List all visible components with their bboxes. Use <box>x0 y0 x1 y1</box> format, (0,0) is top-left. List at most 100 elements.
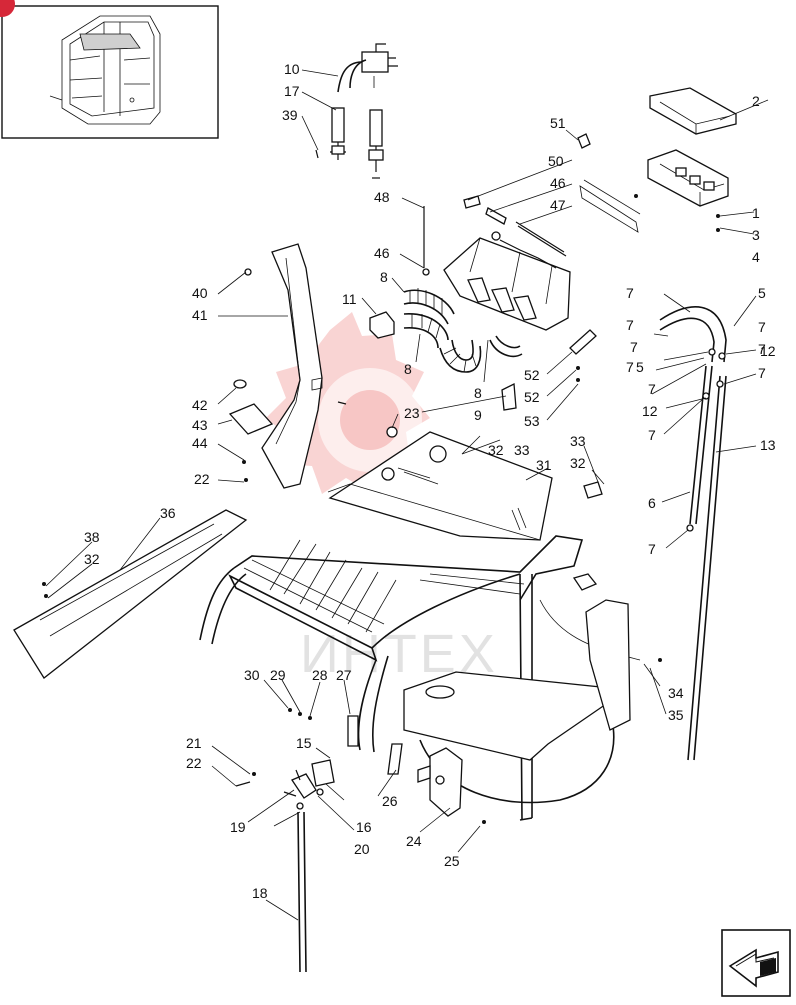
callout-label[interactable]: 46 <box>550 175 566 191</box>
part-6-hose[interactable] <box>689 365 713 525</box>
callout-label[interactable]: 44 <box>192 435 208 451</box>
callout-label[interactable]: 7 <box>626 285 634 301</box>
callout-label[interactable]: 46 <box>374 245 390 261</box>
callout-label[interactable]: 12 <box>642 403 658 419</box>
part-13-hose[interactable] <box>687 375 727 761</box>
callout-label[interactable]: 16 <box>356 819 372 835</box>
part-7-clamp-lower[interactable] <box>296 802 304 810</box>
callout-label[interactable]: 15 <box>296 735 312 751</box>
callout-label[interactable]: 36 <box>160 505 176 521</box>
callout-label[interactable]: 7 <box>626 359 634 375</box>
callout-label[interactable]: 18 <box>252 885 268 901</box>
callout-label[interactable]: 40 <box>192 285 208 301</box>
part-48-clip[interactable] <box>463 195 481 209</box>
callout-label[interactable]: 28 <box>312 667 328 683</box>
part-8-hose-right[interactable] <box>489 335 523 358</box>
callout-label[interactable]: 9 <box>474 407 482 423</box>
part-5-heater-hose[interactable] <box>659 306 727 363</box>
callout-label[interactable]: 43 <box>192 417 208 433</box>
callout-label[interactable]: 33 <box>514 442 530 458</box>
callout-label[interactable]: 7 <box>626 317 634 333</box>
part-1-control-housing[interactable] <box>647 149 729 207</box>
callout-label[interactable]: 8 <box>380 269 388 285</box>
callout-label[interactable]: 29 <box>270 667 286 683</box>
callout-label[interactable]: 5 <box>758 285 766 301</box>
part-41-pillar-trim[interactable] <box>261 243 323 489</box>
callout-label[interactable]: 50 <box>548 153 564 169</box>
part-25-screw[interactable] <box>482 820 486 824</box>
callout-label[interactable]: 3 <box>752 227 760 243</box>
callout-label[interactable]: 7 <box>758 319 766 335</box>
callout-label[interactable]: 30 <box>244 667 260 683</box>
part-39-screw[interactable] <box>315 149 319 159</box>
callout-label[interactable]: 7 <box>648 427 656 443</box>
callout-label[interactable]: 32 <box>570 455 586 471</box>
evaporator-duct-box[interactable] <box>443 231 571 331</box>
part-7-clamps[interactable] <box>686 348 726 532</box>
callout-label[interactable]: 19 <box>230 819 246 835</box>
callout-label[interactable]: 25 <box>444 853 460 869</box>
callout-label[interactable]: 32 <box>488 442 504 458</box>
callout-label[interactable]: 53 <box>524 413 540 429</box>
part-8-hose-upper[interactable] <box>403 288 455 325</box>
callout-label[interactable]: 13 <box>760 437 776 453</box>
callout-label[interactable]: 11 <box>342 291 357 307</box>
callout-label[interactable]: 52 <box>524 389 540 405</box>
part-50-bracket[interactable] <box>577 133 641 233</box>
part-30-screw[interactable] <box>288 708 292 712</box>
part-24-mirror[interactable] <box>417 747 463 817</box>
part-26-bracket[interactable] <box>387 743 403 775</box>
callout-label[interactable]: 51 <box>550 115 566 131</box>
callout-label[interactable]: 42 <box>192 397 208 413</box>
part-43-plate[interactable] <box>228 403 274 435</box>
part-46-sleeve[interactable] <box>485 207 507 225</box>
callout-label[interactable]: 1 <box>752 205 760 221</box>
callout-label[interactable]: 10 <box>284 61 300 77</box>
callout-label[interactable]: 7 <box>758 341 766 357</box>
part-22-screw[interactable] <box>235 781 251 787</box>
part-22-nut-left[interactable] <box>244 478 248 482</box>
part-29-washer[interactable] <box>298 712 302 716</box>
callout-label[interactable]: 47 <box>550 197 566 213</box>
part-16-valve[interactable] <box>283 759 335 799</box>
part-34-bolt[interactable] <box>658 658 662 662</box>
callout-label[interactable]: 23 <box>404 405 420 421</box>
callout-label[interactable]: 5 <box>636 359 644 375</box>
callout-label[interactable]: 52 <box>524 367 540 383</box>
callout-label[interactable]: 17 <box>284 83 300 99</box>
part-8-hose-lower[interactable] <box>439 339 482 373</box>
callout-label[interactable]: 24 <box>406 833 422 849</box>
callout-label[interactable]: 7 <box>648 541 656 557</box>
part-18-tube[interactable] <box>297 811 307 973</box>
part-27-bracket[interactable] <box>347 715 359 747</box>
cab-frame[interactable] <box>199 483 641 821</box>
callout-label[interactable]: 2 <box>752 93 760 109</box>
part-33-clamp[interactable] <box>583 481 603 499</box>
part-9-vent[interactable] <box>501 382 517 411</box>
part-44-plug[interactable] <box>422 268 430 276</box>
part-21-washer[interactable] <box>252 772 256 776</box>
callout-label[interactable]: 39 <box>282 107 298 123</box>
callout-label[interactable]: 22 <box>194 471 210 487</box>
callout-label[interactable]: 12 <box>760 343 776 359</box>
part-8-hose-middle[interactable] <box>403 313 449 349</box>
callout-label[interactable]: 38 <box>84 529 100 545</box>
callout-label[interactable]: 48 <box>374 189 390 205</box>
part-52-screw[interactable] <box>576 366 580 370</box>
part-40-screw[interactable] <box>244 268 252 276</box>
callout-label[interactable]: 33 <box>570 433 586 449</box>
callout-label[interactable]: 20 <box>354 841 370 857</box>
callout-label[interactable]: 7 <box>648 381 656 397</box>
callout-label[interactable]: 8 <box>474 385 482 401</box>
callout-label[interactable]: 7 <box>758 365 766 381</box>
part-53-washer[interactable] <box>576 378 580 382</box>
callout-label[interactable]: 35 <box>668 707 684 723</box>
callout-label[interactable]: 21 <box>186 735 202 751</box>
part-46-rod[interactable] <box>515 221 567 257</box>
callout-label[interactable]: 7 <box>630 339 638 355</box>
part-28-nut[interactable] <box>308 716 312 720</box>
part-2-filter-tray[interactable] <box>649 87 737 135</box>
part-10-harness[interactable] <box>337 43 398 93</box>
callout-label[interactable]: 8 <box>404 361 412 377</box>
callout-label[interactable]: 34 <box>668 685 684 701</box>
